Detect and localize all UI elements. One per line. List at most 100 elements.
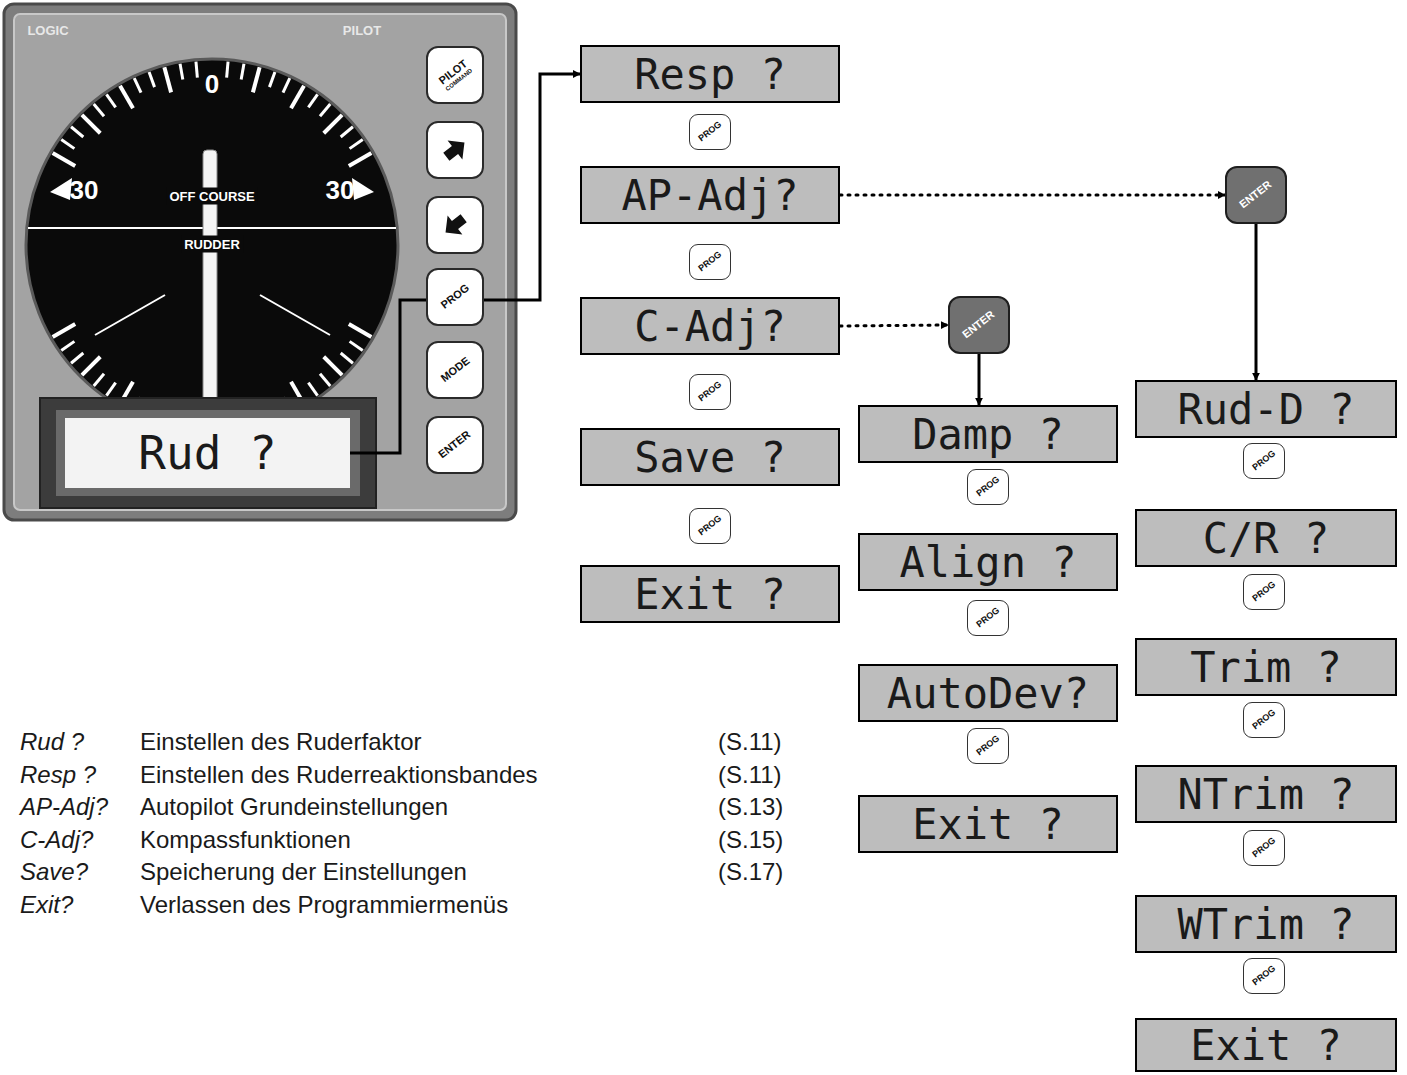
prog-key-label: PROG	[975, 734, 1002, 758]
dotted-connector	[840, 325, 948, 326]
button-label: PROG	[439, 282, 472, 311]
scale-number: 30	[70, 175, 99, 206]
dial-tick	[164, 67, 171, 92]
menu-description: Autopilot Grundeinstellungen	[140, 793, 448, 821]
arrow-icon	[438, 208, 472, 242]
dotted-connector	[840, 194, 1225, 197]
menu-text: Resp ?	[634, 50, 786, 99]
menu-box: Exit ?	[858, 795, 1118, 853]
menu-text: Align ?	[899, 538, 1076, 587]
page-reference: (S.11)	[718, 728, 782, 756]
dial-tick	[350, 139, 363, 148]
menu-box: C-Adj?	[580, 297, 840, 355]
housing-face	[14, 14, 506, 510]
panel-button	[426, 196, 484, 254]
arrow-connector	[1255, 224, 1258, 380]
prog-key-label: PROG	[975, 475, 1002, 499]
menu-key-term: AP-Adj?	[20, 793, 108, 821]
prog-key-icon: PROG	[689, 244, 731, 280]
dial-tick	[283, 78, 290, 93]
menu-box: WTrim ?	[1135, 895, 1397, 953]
housing-frame	[4, 4, 516, 520]
dial-wedge	[50, 178, 72, 200]
rudder-limit-line	[95, 295, 165, 335]
dial-tick	[120, 86, 133, 109]
dial-tick	[180, 64, 183, 80]
enter-key-node: ENTER	[1225, 166, 1287, 224]
prog-key-label: PROG	[1251, 964, 1278, 988]
dial-tick	[324, 115, 342, 133]
button-label-group: PILOTCOMMAND	[437, 58, 474, 92]
prog-key-icon: PROG	[967, 728, 1009, 764]
page-reference: (S.11)	[718, 761, 782, 789]
dial-tick	[82, 357, 100, 375]
dial-tick	[106, 383, 115, 396]
display-recess	[56, 410, 360, 496]
dial-tick	[241, 64, 244, 80]
dial-tick	[324, 357, 342, 375]
dial-label: RUDDER	[181, 236, 243, 253]
rudder-limit-line	[260, 295, 330, 335]
menu-text: AP-Adj?	[621, 171, 798, 220]
dial-tick	[61, 341, 74, 350]
menu-key-term: C-Adj?	[20, 826, 93, 854]
menu-text: Trim ?	[1190, 643, 1342, 692]
scale-number: 0	[205, 69, 219, 100]
prog-key-label: PROG	[1251, 836, 1278, 860]
dial-tick	[308, 94, 317, 107]
dial-tick	[71, 127, 83, 137]
page-reference: (S.13)	[718, 793, 783, 821]
dial-wedge	[352, 178, 374, 200]
dial-tick	[349, 153, 372, 166]
menu-text: Exit ?	[1190, 1021, 1342, 1070]
dial-label: OFF COURSE	[166, 188, 257, 205]
menu-box: NTrim ?	[1135, 765, 1397, 823]
dial-tick	[53, 324, 76, 337]
prog-key-icon: PROG	[1243, 702, 1285, 738]
prog-key-label: PROG	[1251, 708, 1278, 732]
menu-key-term: Save?	[20, 858, 88, 886]
menu-description: Einstellen des Ruderfaktor	[140, 728, 421, 756]
prog-key-label: PROG	[975, 606, 1002, 630]
dial-ticks	[53, 62, 372, 429]
prog-key-label: PROG	[697, 514, 724, 538]
button-label: ENTER	[437, 429, 473, 461]
panel-button: PROG	[426, 268, 484, 326]
menu-text: NTrim ?	[1177, 770, 1354, 819]
key-label: ENTER	[961, 309, 997, 341]
dial-tick	[341, 353, 353, 363]
menu-text: Exit ?	[634, 570, 786, 619]
display-bezel	[40, 398, 376, 508]
menu-box: Rud-D ?	[1135, 380, 1397, 438]
menu-box: Exit ?	[580, 565, 840, 623]
arrow-icon	[438, 133, 472, 167]
dial-tick	[253, 67, 260, 92]
menu-text: Exit ?	[912, 800, 1064, 849]
prog-key-label: PROG	[1251, 449, 1278, 473]
dial-tick	[349, 324, 372, 337]
enter-key-node: ENTER	[948, 296, 1010, 354]
dial-tick	[320, 104, 330, 116]
dial-label: PILOT	[343, 23, 381, 38]
menu-text: Rud-D ?	[1177, 385, 1354, 434]
menu-box: C/R ?	[1135, 509, 1397, 567]
dial-tick	[291, 86, 304, 109]
menu-description: Kompassfunktionen	[140, 826, 351, 854]
panel-button: ENTER	[426, 416, 484, 474]
prog-key-icon: PROG	[689, 114, 731, 150]
prog-key-label: PROG	[1251, 580, 1278, 604]
menu-text: Rud ?	[138, 426, 276, 480]
menu-text: WTrim ?	[1177, 900, 1354, 949]
page-reference: (S.15)	[718, 826, 783, 854]
prog-key-icon: PROG	[689, 374, 731, 410]
prog-key-icon: PROG	[1243, 958, 1285, 994]
arrow-connector	[350, 74, 580, 453]
menu-box: Exit ?	[1135, 1018, 1397, 1072]
button-label: MODE	[438, 355, 471, 384]
prog-key-icon: PROG	[1243, 443, 1285, 479]
menu-description: Verlassen des Programmiermenüs	[140, 891, 508, 919]
prog-key-icon: PROG	[1243, 830, 1285, 866]
panel-button: MODE	[426, 341, 484, 399]
